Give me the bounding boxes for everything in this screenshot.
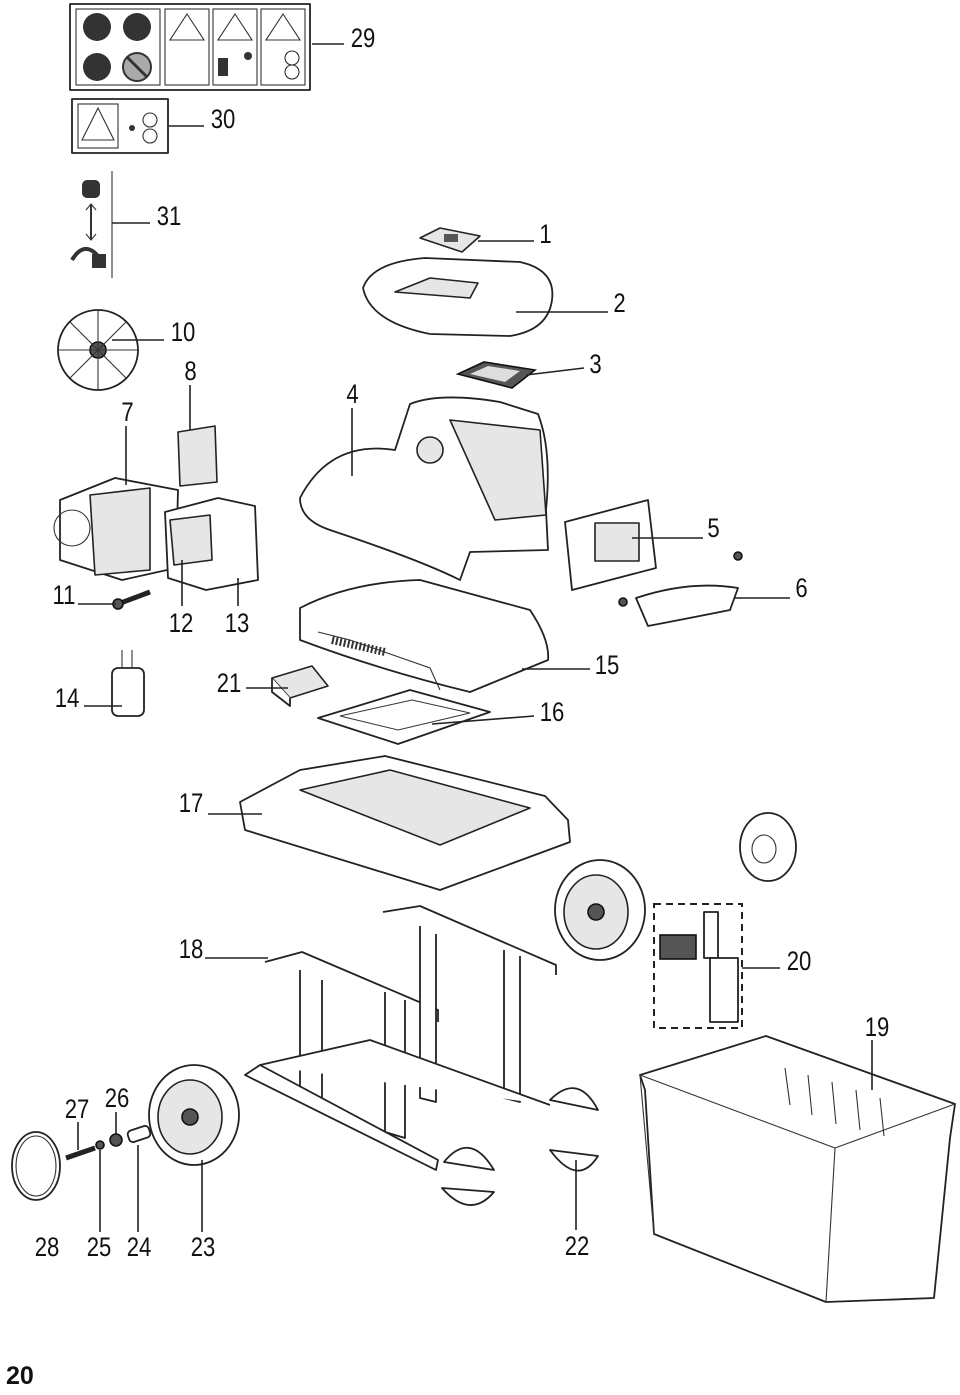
callout-8: 8 (184, 357, 196, 387)
callout-31: 31 (157, 202, 182, 232)
part-13-motor-housing (164, 497, 259, 591)
callout-6: 6 (795, 574, 807, 604)
callout-23: 23 (191, 1233, 216, 1263)
callout-5: 5 (707, 514, 719, 544)
callout-7: 7 (121, 398, 133, 428)
part-3-switch-plate (455, 361, 537, 389)
callout-17: 17 (179, 789, 204, 819)
callout-27: 27 (65, 1095, 90, 1125)
part-28-hubcap (11, 1131, 61, 1201)
callout-18: 18 (179, 935, 204, 965)
callout-26: 26 (105, 1084, 130, 1114)
part-21-switch-box (271, 665, 329, 707)
part-15-chassis-tray (299, 579, 550, 693)
part-20-latch-assembly (653, 903, 743, 1029)
part-22-feet (441, 1087, 599, 1206)
safety-label-icon (83, 13, 152, 82)
part-26-nut (109, 1133, 123, 1147)
part-5-front-panel (564, 499, 657, 591)
callout-19: 19 (865, 1013, 890, 1043)
part-1-switch-cap (419, 227, 481, 253)
page-number: 20 (6, 1362, 34, 1390)
callout-21: 21 (217, 669, 242, 699)
callout-29: 29 (351, 24, 376, 54)
callout-13: 13 (225, 609, 250, 639)
callout-24: 24 (127, 1233, 152, 1263)
callout-4: 4 (346, 380, 358, 410)
lock-symbol-icon (70, 180, 106, 268)
part-23-wheel (148, 1064, 240, 1166)
part-11-screw (112, 589, 151, 610)
part-6-handle-strip (618, 551, 743, 627)
part-10-fan (57, 309, 139, 391)
callout-1: 1 (539, 220, 551, 250)
part-30-warning-label (71, 98, 169, 154)
leader-lines (77, 43, 873, 1232)
callout-11: 11 (53, 581, 76, 611)
part-18-frame (244, 905, 557, 1171)
callout-16: 16 (540, 698, 565, 728)
callout-28: 28 (35, 1233, 60, 1263)
callout-30: 30 (211, 105, 236, 135)
part-17-base (239, 755, 571, 891)
callout-12: 12 (169, 609, 194, 639)
part-16-frame-bar (317, 689, 491, 745)
part-hubcap-right (739, 812, 797, 882)
part-2-top-cover (362, 257, 554, 337)
part-8-switch-cover (177, 425, 218, 487)
part-14-capacitor (111, 650, 145, 717)
part-24-axle-bushing (126, 1125, 152, 1143)
callout-20: 20 (787, 947, 812, 977)
callout-numbers: 29 30 31 1 2 3 4 5 6 7 8 10 11 12 13 14 … (35, 24, 890, 1263)
callout-3: 3 (589, 350, 601, 380)
part-wheel-right (554, 859, 646, 961)
part-29-safety-label (69, 3, 311, 91)
part-27-axle-bolt (65, 1145, 96, 1161)
part-19-collection-box (639, 1035, 956, 1303)
part-7-motor (53, 477, 179, 581)
callout-15: 15 (595, 651, 620, 681)
part-31-lock-symbol (70, 171, 113, 278)
warning-label-icon (81, 106, 115, 141)
callout-10: 10 (171, 318, 196, 348)
callout-22: 22 (565, 1232, 590, 1262)
callout-25: 25 (87, 1233, 112, 1263)
part-4-housing (299, 396, 549, 581)
part-25-washer (95, 1140, 105, 1150)
callout-14: 14 (55, 684, 80, 714)
callout-2: 2 (613, 289, 625, 319)
